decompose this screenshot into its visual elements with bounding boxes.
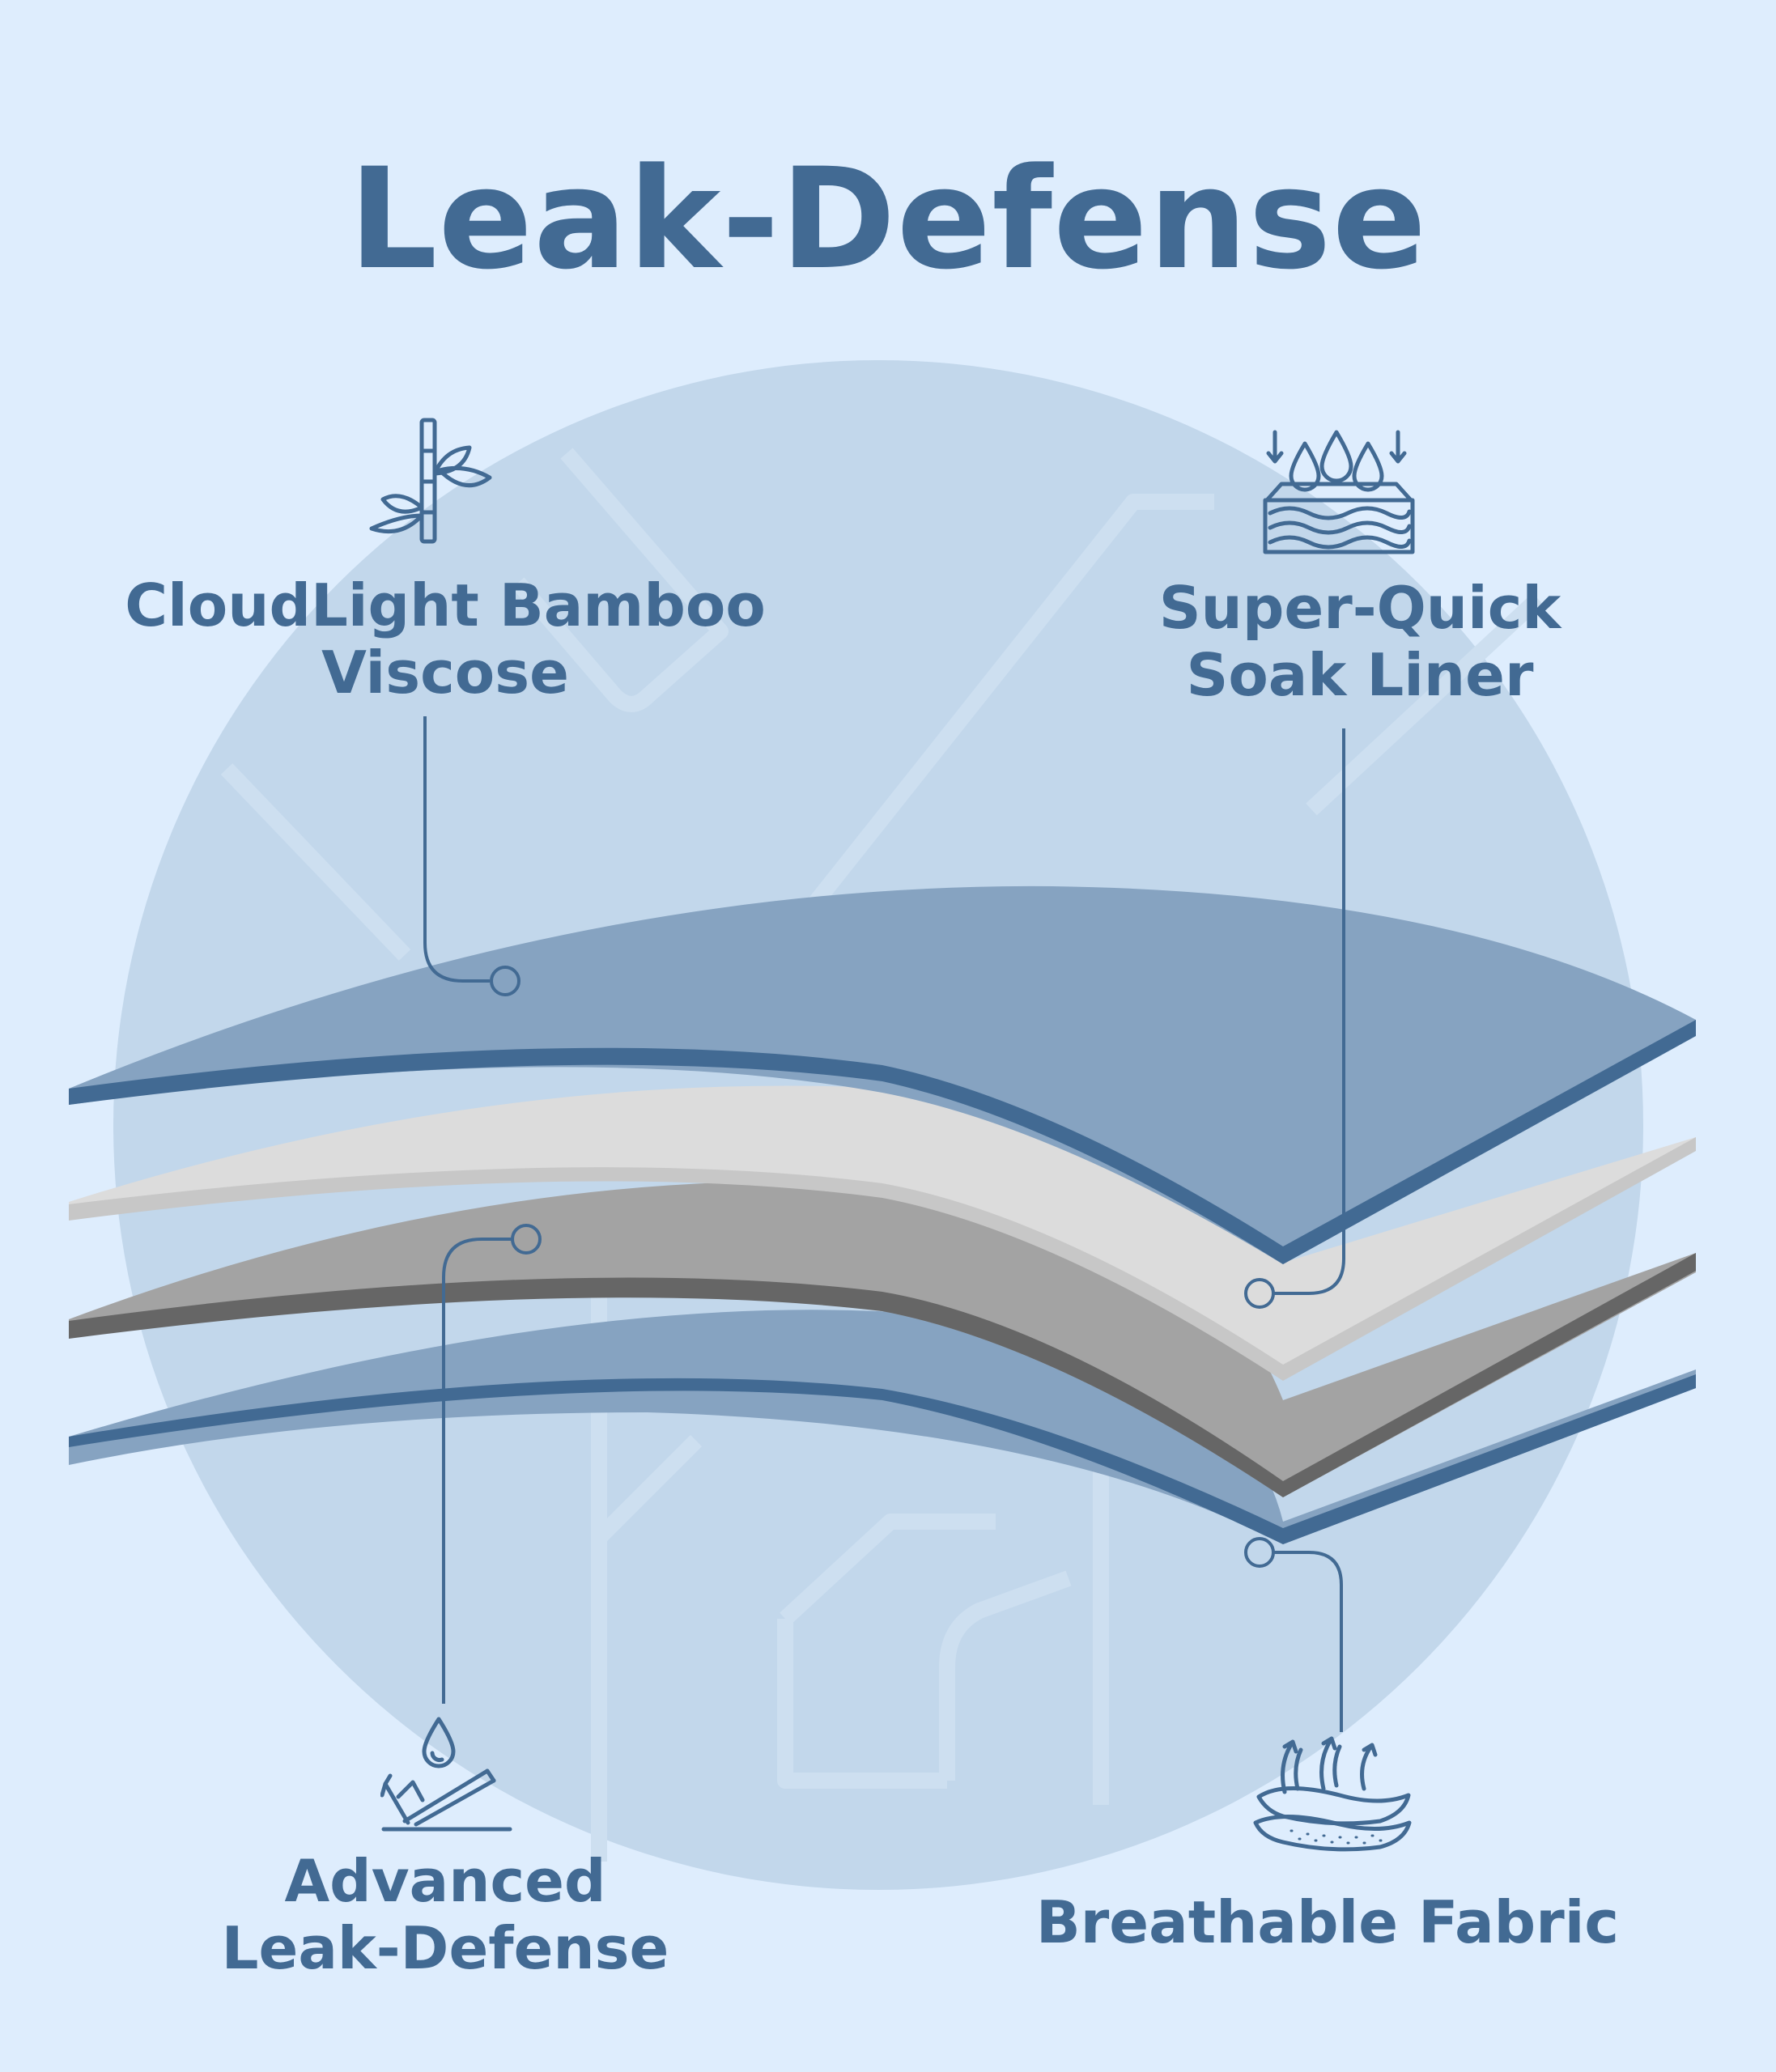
feature-label-line: CloudLight Bamboo <box>125 571 766 639</box>
water-absorb-icon <box>1263 430 1415 554</box>
feature-label-leak: Advanced Leak-Defense <box>40 1848 850 1982</box>
feature-label-line: Breathable Fabric <box>1035 1888 1620 1956</box>
leader-dot-leak <box>511 1224 542 1255</box>
feature-label-line: Advanced <box>284 1847 606 1915</box>
feature-label-breathable: Breathable Fabric <box>923 1889 1732 1956</box>
feature-label-bamboo: CloudLight Bamboo Viscose <box>40 572 850 707</box>
leader-dot-bamboo <box>490 966 520 996</box>
layer-soak-liner <box>69 1085 1696 1381</box>
leader-line-breathable <box>1273 1551 1343 1732</box>
background-pattern <box>220 448 1544 1862</box>
page-title: Leak-Defense <box>348 138 1428 300</box>
leader-line-soak <box>1273 728 1345 1295</box>
feature-label-line: Viscose <box>321 639 569 707</box>
feature-label-line: Super-Quick <box>1158 574 1561 642</box>
leader-line-leak <box>442 1238 512 1704</box>
feature-label-line: Soak Liner <box>1186 641 1534 709</box>
bamboo-icon <box>369 418 492 544</box>
leak-proof-icon <box>380 1717 512 1832</box>
feature-label-soak: Super-Quick Soak Liner <box>955 575 1765 709</box>
layer-breathable <box>69 1310 1696 1544</box>
breathable-icon <box>1253 1736 1412 1852</box>
layer-leak-defense <box>69 1181 1696 1497</box>
feature-label-line: Leak-Defense <box>221 1914 669 1982</box>
leader-dot-breathable <box>1244 1537 1275 1568</box>
leader-dot-soak <box>1244 1278 1275 1309</box>
leader-line-bamboo <box>423 716 490 983</box>
